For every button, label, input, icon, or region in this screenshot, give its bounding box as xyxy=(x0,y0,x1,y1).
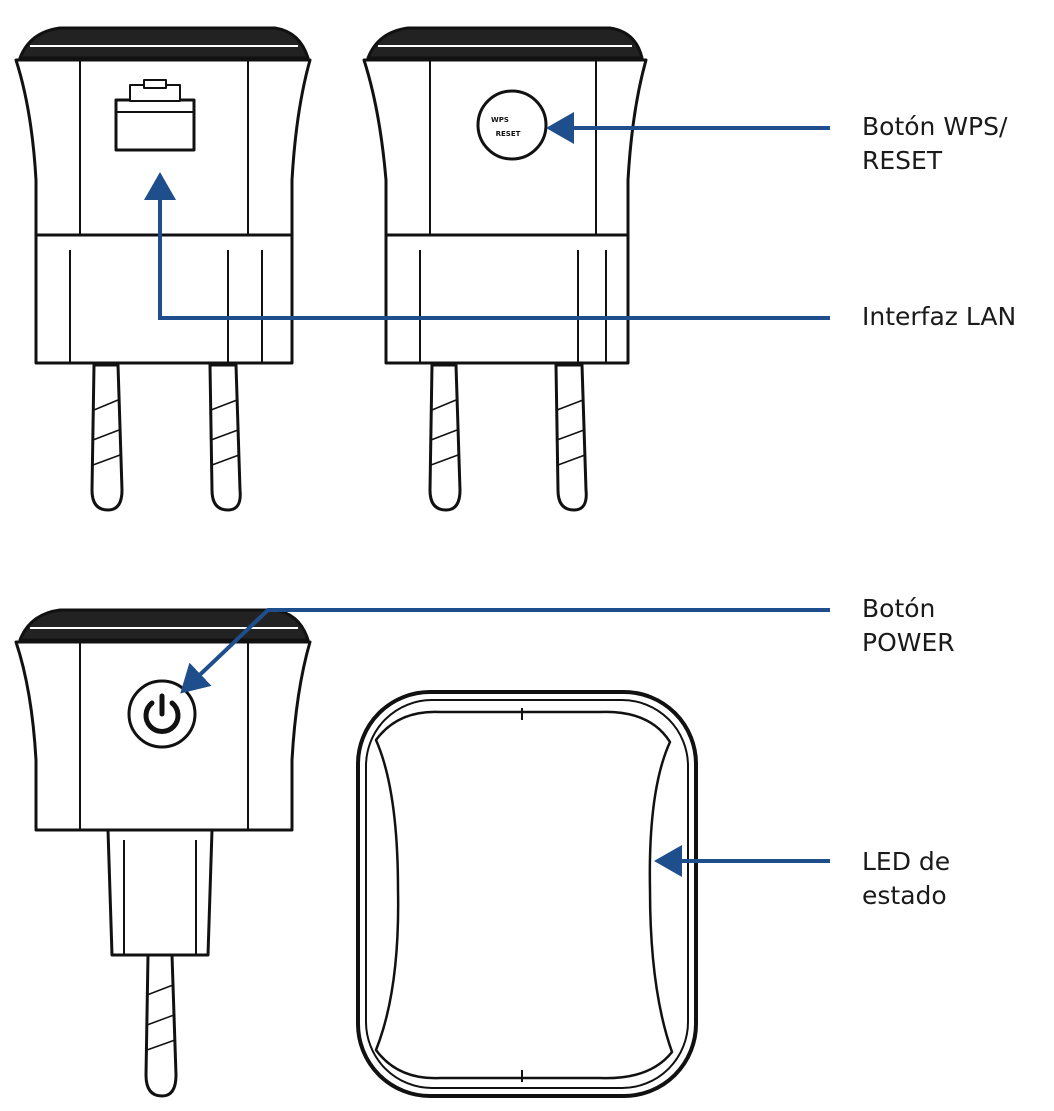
wps-reset-button xyxy=(476,89,548,161)
plug-prongs-2 xyxy=(428,363,588,512)
wps-marking-line2: RESET xyxy=(496,130,521,138)
power-symbol-icon xyxy=(127,679,197,749)
lan-port xyxy=(114,79,196,152)
label-power-button: Botón POWER xyxy=(862,592,955,660)
label-power-line2: POWER xyxy=(862,628,955,657)
wps-marking-line1: WPS xyxy=(491,116,509,124)
label-lan-line1: Interfaz LAN xyxy=(862,302,1017,331)
callout-arrows xyxy=(144,112,830,877)
device-front-led xyxy=(356,690,698,1098)
label-wps-line1: Botón WPS/ xyxy=(862,112,1008,141)
device-wps-side xyxy=(362,26,648,512)
label-power-line1: Botón xyxy=(862,594,936,623)
label-led-line2: estado xyxy=(862,881,947,910)
label-led-line1: LED de xyxy=(862,847,951,876)
plug-prongs-1 xyxy=(90,363,242,512)
label-status-led: LED de estado xyxy=(862,845,950,913)
label-wps-reset: Botón WPS/ RESET xyxy=(862,110,1007,178)
arrow-power xyxy=(180,608,830,694)
device-lan-side xyxy=(14,26,312,512)
label-wps-line2: RESET xyxy=(862,146,943,175)
label-lan-interface: Interfaz LAN xyxy=(862,300,1016,334)
arrow-lan xyxy=(144,172,830,320)
